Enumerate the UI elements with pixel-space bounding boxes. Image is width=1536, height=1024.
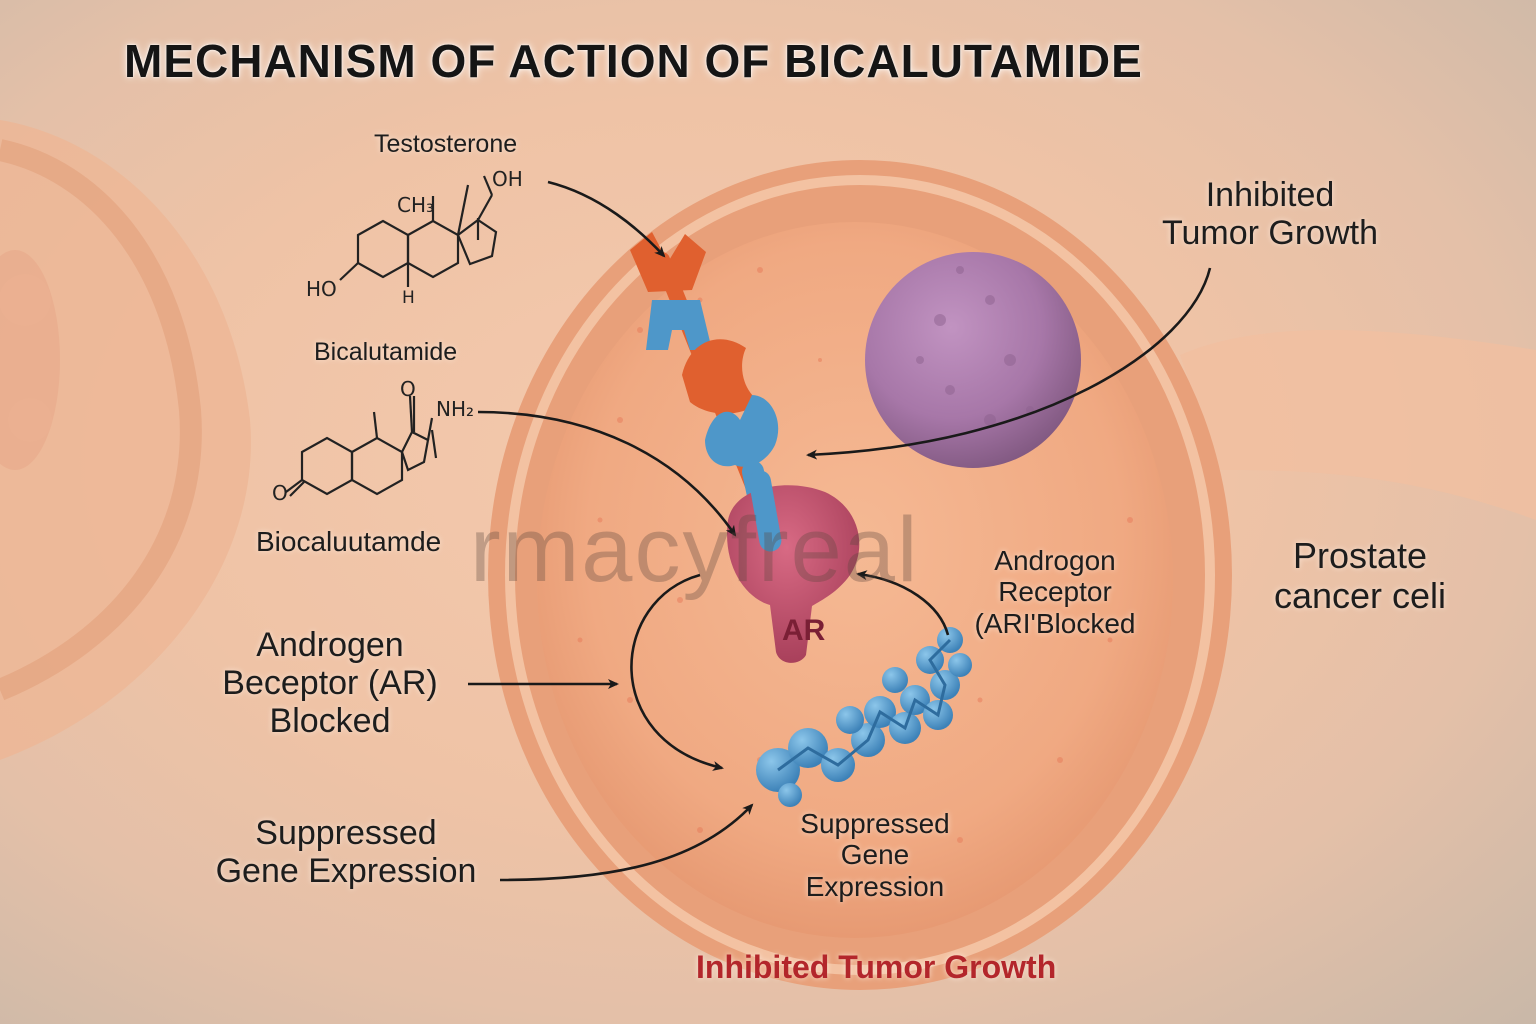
prostate-cell-label: Prostate cancer celi — [1273, 535, 1447, 617]
mol-ch3: CH₃ — [397, 193, 434, 217]
nucleus — [865, 252, 1081, 468]
mol-nh2: NH₂ — [436, 397, 474, 421]
inner-suppressed-label: Suppressed Gene Expression — [800, 808, 950, 902]
testosterone-structure — [339, 175, 498, 287]
biocaluutamde-label: Biocaluutamde — [256, 526, 442, 557]
bicalutamide-structure — [285, 395, 438, 497]
arrows — [468, 180, 1212, 882]
testosterone-label: Testosterone — [374, 130, 518, 158]
androgen-receptor — [727, 470, 860, 663]
mol-o-top: O — [400, 377, 416, 401]
ar-label: AR — [782, 614, 826, 647]
receptor-cap — [705, 395, 779, 467]
left-ar-blocked-label: Androgen Beceptor (AR) Blocked — [222, 626, 438, 741]
mol-ho: HO — [306, 277, 337, 301]
left-suppressed-label: Suppressed Gene Expression — [215, 814, 477, 891]
bicalutamide-ligand — [682, 339, 760, 414]
bicalutamide-label: Bicalutamide — [314, 338, 458, 366]
bottom-inhibited-label: Inhibited Tumor Growth — [696, 949, 1057, 985]
testosterone-ligand — [630, 232, 706, 292]
inner-ar-blocked-label: Androgon Receptor (ARI'Blocked — [974, 545, 1136, 639]
mol-oh: OH — [492, 167, 523, 191]
receptor-subunit — [646, 300, 712, 350]
mol-h: H — [402, 288, 415, 308]
page-title: MECHANISM OF ACTION OF BICALUTAMIDE — [124, 35, 1143, 87]
background-tissue — [0, 120, 1536, 760]
mol-o-left: O — [272, 481, 288, 505]
top-right-inhibited-label: Inhibited Tumor Growth — [1161, 176, 1378, 253]
watermark-text: rmacyfreal — [470, 499, 920, 601]
